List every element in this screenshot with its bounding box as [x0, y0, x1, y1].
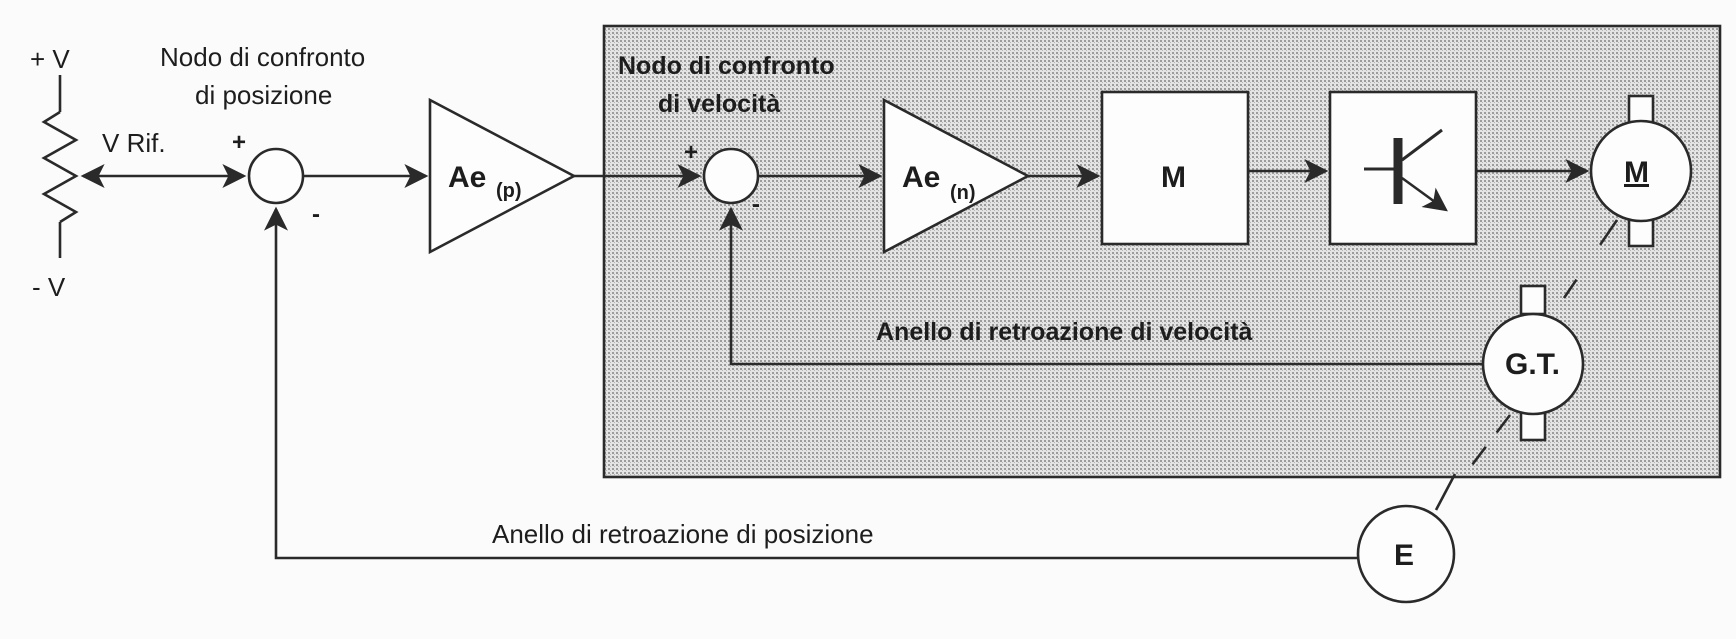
motor-label: M	[1624, 156, 1649, 189]
tachogenerator-icon: G.T.	[1481, 284, 1585, 442]
position-feedback-line	[264, 206, 1358, 560]
position-amplifier	[428, 97, 577, 255]
reference-voltage-label: V Rif.	[102, 128, 166, 158]
power-stage-block	[1328, 90, 1478, 246]
position-node-minus: -	[312, 201, 320, 228]
speed-amplifier-label: Ae	[902, 161, 940, 194]
motor-tacho-coupling	[1562, 219, 1619, 299]
encoder-label: E	[1394, 539, 1414, 572]
potentiometer: + V - V V Rif.	[30, 44, 166, 302]
position-node-label-1: Nodo di confronto	[160, 42, 365, 72]
speed-node-minus: -	[752, 191, 760, 218]
speed-node-plus: +	[684, 139, 698, 166]
modulator-label: M	[1161, 161, 1186, 194]
speed-node-label-1: Nodo di confronto	[618, 52, 835, 80]
transistor-icon	[1364, 128, 1448, 212]
position-node-label-2: di posizione	[195, 80, 332, 110]
resistor-zigzag-icon	[41, 110, 79, 224]
speed-summing-node	[702, 147, 760, 205]
position-loop-label: Anello di retroazione di posizione	[492, 519, 874, 549]
encoder	[1356, 504, 1456, 604]
position-summing-node	[247, 147, 305, 205]
speed-amplifier	[882, 97, 1031, 255]
position-node-plus: +	[232, 129, 246, 156]
speed-node-label-2: di velocità	[658, 90, 780, 118]
voltage-plus-label: + V	[30, 44, 70, 74]
speed-loop-label: Anello di retroazione di velocità	[876, 318, 1253, 346]
position-amplifier-subscript: (p)	[496, 180, 522, 202]
tacho-encoder-coupling	[1470, 414, 1512, 466]
motor	[1589, 119, 1693, 223]
speed-amplifier-subscript: (n)	[950, 182, 976, 204]
voltage-minus-label: - V	[32, 272, 66, 302]
modulator-block	[1100, 90, 1250, 246]
tachogenerator-label: G.T.	[1505, 348, 1560, 381]
speed-feedback-line	[719, 206, 1483, 366]
position-amplifier-label: Ae	[448, 161, 486, 194]
motor-icon: M	[1589, 94, 1693, 248]
